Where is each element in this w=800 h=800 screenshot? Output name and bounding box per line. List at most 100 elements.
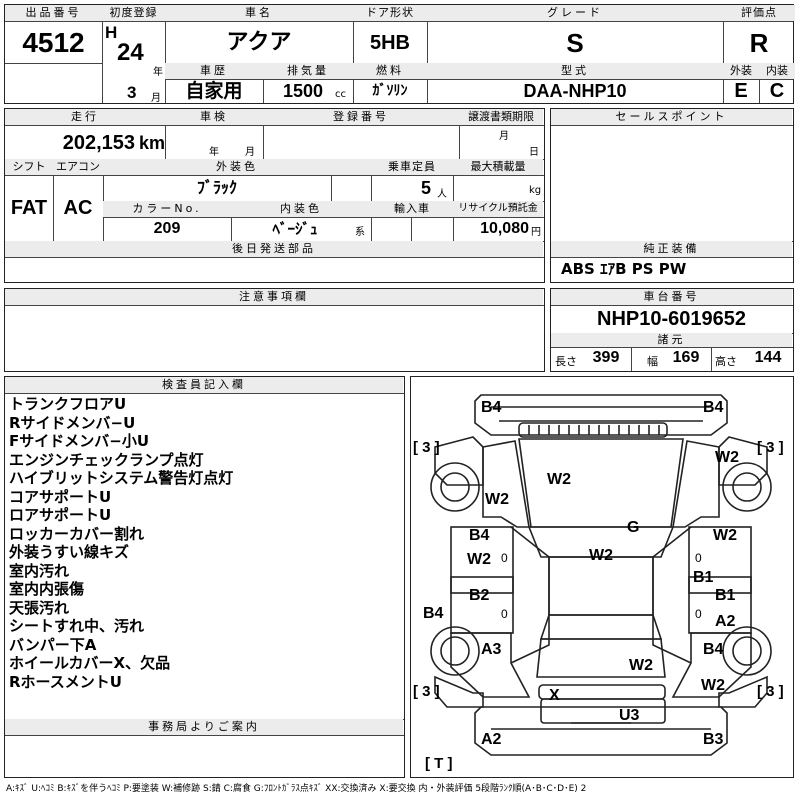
mileage: 202,153 xyxy=(62,132,135,154)
mark-door-fr: W2 xyxy=(713,527,737,544)
mark-rear-bumper-left: A2 xyxy=(481,731,502,748)
int-color-unit: 系 xyxy=(355,227,365,237)
mark-rear-x: X xyxy=(549,687,560,704)
note-line: Rサイドメンバ−U xyxy=(9,413,136,432)
fuel-label: 燃料 xyxy=(353,63,427,79)
note-line: 室内内張傷 xyxy=(9,580,85,598)
door-type: 5HB xyxy=(369,32,410,54)
mark-door-rr-zero: 0 xyxy=(695,607,702,621)
capacity-unit: 人 xyxy=(437,189,447,199)
car-name: アクア xyxy=(226,30,292,55)
note-line: シートすれ中、汚れ xyxy=(9,617,145,635)
note-line: ハイブリットシステム警告灯点灯 xyxy=(9,469,234,487)
mark-door-rl-zero: 0 xyxy=(501,607,508,621)
reg-month: 3 xyxy=(127,83,137,102)
mark-roof-glass: G xyxy=(627,519,640,536)
capacity: 5 xyxy=(420,178,431,198)
note-line: ホイールカバーX、欠品 xyxy=(9,654,171,672)
mark-rear-bumper: U3 xyxy=(619,707,640,724)
caution-label: 注意事項欄 xyxy=(5,289,543,305)
recycle-label: リサイクル預託金 xyxy=(453,201,543,217)
chassis-number: NHP10-6019652 xyxy=(597,308,746,330)
int-color-label: 内装色 xyxy=(231,201,371,217)
max-load-label: 最大積載量 xyxy=(453,159,543,175)
bracket-top-right: [ 3 ] xyxy=(757,439,784,456)
mark-rocker-left: B4 xyxy=(423,605,444,622)
genuine-equipment: ABS ｴｱB PS PW xyxy=(561,260,687,278)
model-label: 型式 xyxy=(427,63,723,79)
reg-number-label: 登録番号 xyxy=(263,109,459,125)
history-label: 車歴 xyxy=(165,63,263,79)
note-line: Fサイドメンバ−小U xyxy=(9,432,149,450)
displacement: 1500 xyxy=(282,81,324,101)
car-outline-diagram xyxy=(430,394,772,756)
sales-point-label: セールスポイント xyxy=(551,109,792,125)
note-line: バンパー下A xyxy=(9,635,97,654)
max-load-unit: kg xyxy=(529,185,542,196)
transfer-day-unit: 日 xyxy=(529,147,539,157)
sales-point-box: セールスポイント 純正装備 ABS ｴｱB PS PW xyxy=(550,108,794,283)
mark-door-rl: B2 xyxy=(469,587,490,604)
specs-label: 諸元 xyxy=(551,333,792,347)
history: 自家用 xyxy=(185,80,243,102)
bracket-bottom-center: [ T ] xyxy=(425,755,453,772)
fuel: ｶﾞｿﾘﾝ xyxy=(372,83,408,99)
lot-number: 4512 xyxy=(22,27,85,58)
length: 399 xyxy=(592,349,620,366)
door-label: ドア形状 xyxy=(353,5,427,21)
note-line: トランクフロアU xyxy=(9,395,127,413)
note-line: コアサポートU xyxy=(9,487,112,506)
office-notice-label: 事務局よりご案内 xyxy=(5,719,403,735)
legend: A:ｷｽﾞ U:ﾍｺﾐ B:ｷｽﾞを伴うﾍｺﾐ P:要塗装 W:補修跡 S:錆 … xyxy=(6,784,587,794)
first-reg-label: 初度登録 xyxy=(102,5,165,21)
displacement-unit: cc xyxy=(335,89,346,100)
header-box: 出品番号 初度登録 車名 ドア形状 グレード 評価点 4512 H 24 年 3… xyxy=(4,4,795,104)
transfer-month-unit: 月 xyxy=(499,131,509,141)
vehicle-details-box: 走行 車検 登録番号 譲渡書類期限 202,153 km 年 月 月 日 シフト… xyxy=(4,108,545,283)
era-letter: H xyxy=(105,23,118,42)
mark-hood: W2 xyxy=(547,471,571,488)
note-line: ロッカーカバー割れ xyxy=(9,524,145,543)
mark-door-rr: B1 xyxy=(715,587,736,604)
inspector-notes-label: 検査員記入欄 xyxy=(5,377,403,393)
color-no-label: カラーNo. xyxy=(103,201,231,217)
mark-rocker-right: B1 xyxy=(693,569,714,586)
mark-door-fl-b: B4 xyxy=(469,527,490,544)
note-line: エンジンチェックランプ点灯 xyxy=(9,450,204,469)
score-label: 評価点 xyxy=(723,5,795,21)
model: DAA-NHP10 xyxy=(523,81,627,101)
inspector-notes-list: トランクフロアU Rサイドメンバ−U Fサイドメンバ−小U エンジンチェックラン… xyxy=(9,395,401,691)
note-line: 天張汚れ xyxy=(9,598,70,617)
chassis-label: 車台番号 xyxy=(551,289,792,305)
note-line: RホースメントU xyxy=(9,672,122,691)
mark-rear-bumper-right: B3 xyxy=(703,731,724,748)
mark-door-fl-zero: 0 xyxy=(501,551,508,565)
import-label: 輸入車 xyxy=(371,201,453,217)
year-unit: 年 xyxy=(153,67,163,77)
mark-quarter-left: A3 xyxy=(481,641,502,658)
mark-roof: W2 xyxy=(589,547,613,564)
inspection-year-unit: 年 xyxy=(209,147,219,157)
lot-number-label: 出品番号 xyxy=(5,5,102,21)
ext-color: ﾌﾞﾗｯｸ xyxy=(196,178,237,197)
width: 169 xyxy=(672,349,700,366)
grade: S xyxy=(566,28,584,58)
note-line: ロアサポートU xyxy=(9,506,112,524)
shift-label: シフト xyxy=(5,159,53,175)
transfer-doc-label: 譲渡書類期限 xyxy=(459,109,543,125)
aircon: AC xyxy=(63,197,93,219)
displacement-label: 排気量 xyxy=(263,63,353,79)
reg-year: 24 xyxy=(117,39,144,66)
mark-front-bumper-left: B4 xyxy=(481,399,502,416)
height-label: 高さ xyxy=(715,355,737,368)
car-name-label: 車名 xyxy=(165,5,353,21)
note-line: 外装うすい線キズ xyxy=(9,543,130,561)
car-diagram-box: [ 3 ] [ 3 ] [ 3 ] [ 3 ] [ T ] B4 B4 W2 W… xyxy=(410,376,794,778)
recycle-fee: 10,080 xyxy=(480,220,529,237)
genuine-equipment-label: 純正装備 xyxy=(551,241,792,257)
later-parts-label: 後日発送部品 xyxy=(5,241,543,257)
mileage-label: 走行 xyxy=(5,109,165,125)
mark-door-fr-zero: 0 xyxy=(695,551,702,565)
color-number: 209 xyxy=(153,220,181,237)
exterior-label: 外装 xyxy=(723,63,759,79)
